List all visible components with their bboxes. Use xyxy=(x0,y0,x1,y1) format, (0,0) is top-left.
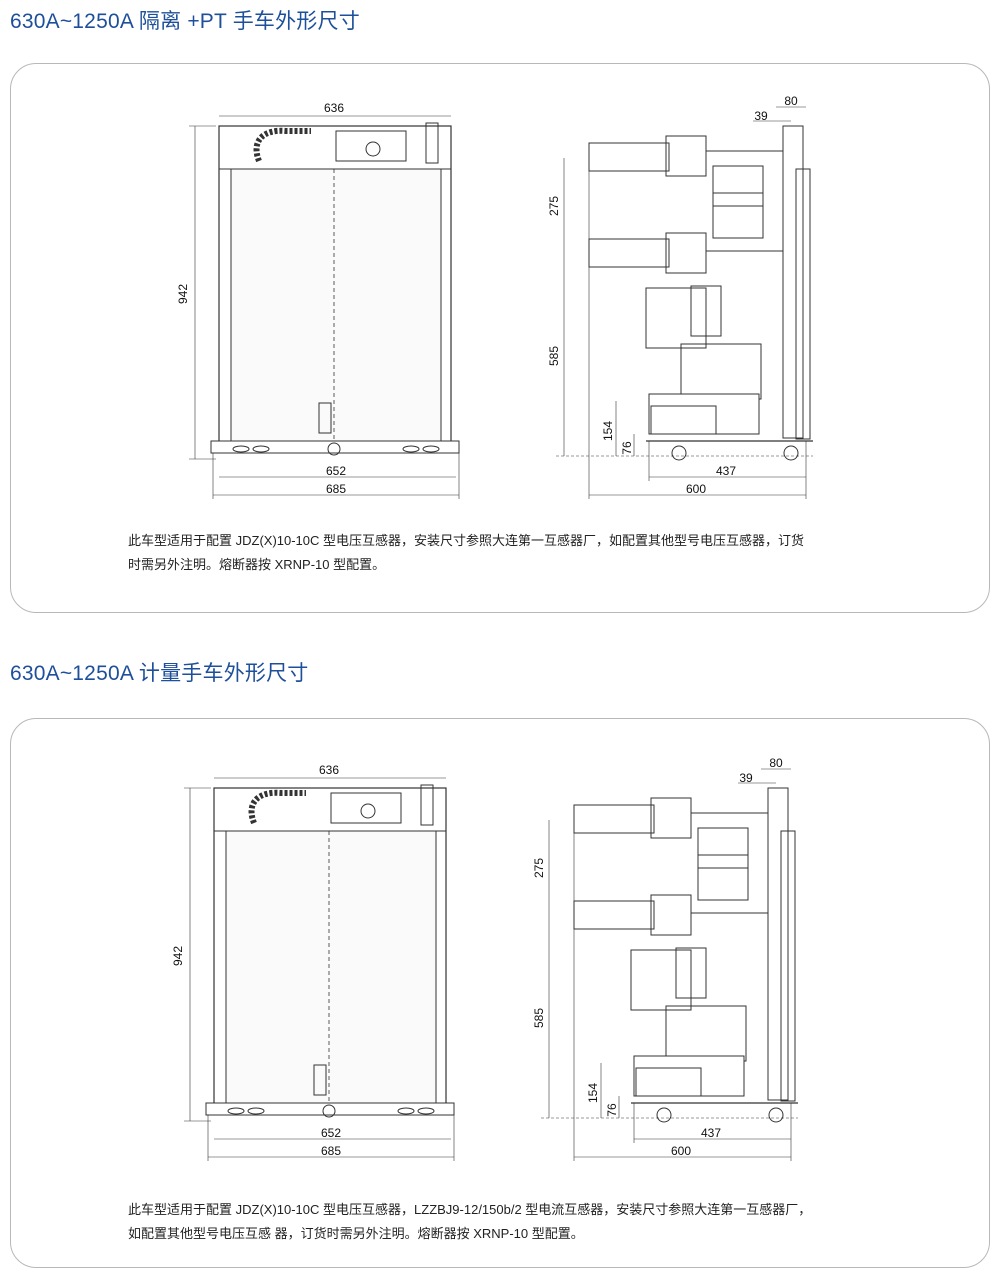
dimension-label: 154 xyxy=(601,421,615,441)
side-view: 39 80 275 585 154 76 437 600 xyxy=(547,94,813,499)
dimension-label: 39 xyxy=(754,109,768,123)
dimension-label: 437 xyxy=(701,1126,721,1140)
wheel xyxy=(422,445,440,453)
drawing-part xyxy=(588,238,670,268)
drawing-part xyxy=(697,827,749,869)
caption-line: 如配置其他型号电压互感 器，订货时需另外注明。熔断器按 XRNP-10 型配置。 xyxy=(128,1226,584,1241)
cable-chain xyxy=(248,789,306,825)
dimension-label: 39 xyxy=(739,771,753,785)
drawing-panel-2: 636 942 652 685 39 80 275 585 154 76 437 600 xyxy=(10,718,990,1268)
dimension-label: 685 xyxy=(321,1144,341,1158)
center-pin xyxy=(327,442,341,456)
drawing-part xyxy=(680,343,762,400)
dimension-label: 585 xyxy=(532,1008,546,1028)
drawing-part xyxy=(690,285,722,337)
drawing-part xyxy=(210,440,460,454)
drawing-part xyxy=(782,125,804,439)
wheel xyxy=(397,1107,415,1115)
wheel xyxy=(402,445,420,453)
drawing-part xyxy=(313,1064,327,1096)
wheel xyxy=(768,1107,784,1123)
dimension-drawing-1: 636 942 652 685 39 80 275 585 154 76 437 600 xyxy=(176,94,813,499)
dimension-label: 652 xyxy=(321,1126,341,1140)
handle-pivot xyxy=(360,803,376,819)
front-view: 636 942 652 685 xyxy=(171,763,455,1161)
drawing-part xyxy=(665,1005,747,1062)
dimension-label: 80 xyxy=(769,756,783,770)
drawing-part xyxy=(767,787,789,1101)
drawing-part xyxy=(318,402,332,434)
dimension-drawing-2: 636 942 652 685 39 80 275 585 154 76 437 600 xyxy=(171,756,798,1161)
wheel xyxy=(232,445,250,453)
wheel xyxy=(247,1107,265,1115)
dimension-label: 437 xyxy=(716,464,736,478)
drawing-part xyxy=(712,165,764,207)
center-pin xyxy=(322,1104,336,1118)
dimension-label: 154 xyxy=(586,1083,600,1103)
dimension-label: 942 xyxy=(176,284,190,304)
wheel xyxy=(783,445,799,461)
drawing-part xyxy=(230,168,442,450)
front-view: 636 942 652 685 xyxy=(176,101,460,499)
wheel xyxy=(671,445,687,461)
dimension-label: 942 xyxy=(171,946,185,966)
dimension-label: 636 xyxy=(324,101,344,115)
drawing-part xyxy=(425,122,439,164)
side-view: 39 80 275 585 154 76 437 600 xyxy=(532,756,798,1161)
drawing-part xyxy=(712,192,764,239)
drawing-part xyxy=(665,135,707,177)
drawing-part xyxy=(780,830,796,1102)
drawing-part xyxy=(665,232,707,274)
drawing-part xyxy=(205,1102,455,1116)
drawing-part xyxy=(588,142,670,172)
section-title-2: 630A~1250A 计量手车外形尺寸 xyxy=(10,662,309,685)
drawing-part xyxy=(420,784,434,826)
dimension-label: 275 xyxy=(532,858,546,878)
section-title-1: 630A~1250A 隔离 +PT 手车外形尺寸 xyxy=(10,10,360,33)
dimension-label: 600 xyxy=(671,1144,691,1158)
handle-pivot xyxy=(365,141,381,157)
caption-line: 此车型适用于配置 JDZ(X)10-10C 型电压互感器，LZZBJ9-12/1… xyxy=(128,1202,812,1217)
drawing-part xyxy=(650,894,692,936)
drawing-part xyxy=(330,792,402,824)
wheel xyxy=(656,1107,672,1123)
drawing-part xyxy=(675,947,707,999)
caption-line: 时需另外注明。熔断器按 XRNP-10 型配置。 xyxy=(128,557,386,572)
drawing-panel-1: 636 942 652 685 39 80 275 585 154 76 437 600 xyxy=(10,63,990,613)
dimension-label: 76 xyxy=(605,1103,619,1117)
caption-2: 此车型适用于配置 JDZ(X)10-10C 型电压互感器，LZZBJ9-12/1… xyxy=(128,1198,868,1246)
drawing-part xyxy=(697,854,749,901)
drawing-part xyxy=(225,830,437,1112)
dimension-label: 585 xyxy=(547,346,561,366)
wheel xyxy=(417,1107,435,1115)
caption-1: 此车型适用于配置 JDZ(X)10-10C 型电压互感器，安装尺寸参照大连第一互… xyxy=(128,529,868,577)
drawing-part xyxy=(335,130,407,162)
drawing-part xyxy=(650,405,717,435)
wheel xyxy=(252,445,270,453)
drawing-part xyxy=(573,900,655,930)
drawing-part xyxy=(573,804,655,834)
drawing-part xyxy=(635,1067,702,1097)
wheel xyxy=(227,1107,245,1115)
dimension-label: 76 xyxy=(620,441,634,455)
caption-line: 此车型适用于配置 JDZ(X)10-10C 型电压互感器，安装尺寸参照大连第一互… xyxy=(128,533,805,548)
dimension-label: 80 xyxy=(784,94,798,108)
dimension-label: 636 xyxy=(319,763,339,777)
dimension-label: 600 xyxy=(686,482,706,496)
drawing-part xyxy=(650,797,692,839)
drawing-part xyxy=(648,393,760,435)
cable-chain xyxy=(253,127,311,163)
drawing-part xyxy=(630,949,692,1011)
dimension-label: 275 xyxy=(547,196,561,216)
drawing-part xyxy=(633,1055,745,1097)
dimension-label: 685 xyxy=(326,482,346,496)
dimension-label: 652 xyxy=(326,464,346,478)
drawing-part xyxy=(795,168,811,440)
drawing-part xyxy=(645,287,707,349)
